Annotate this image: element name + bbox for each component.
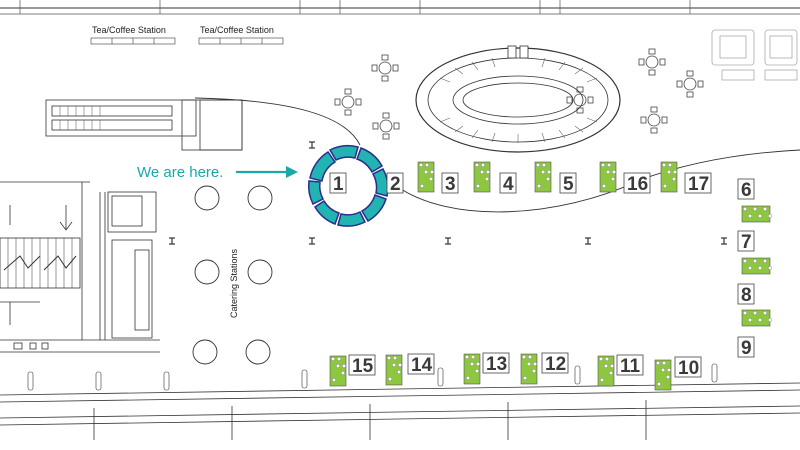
plant-icon <box>654 359 672 391</box>
you-are-here-label: We are here. <box>137 164 223 181</box>
plant-icon <box>741 257 773 275</box>
booth-number: 10 <box>678 358 699 379</box>
plant-icon <box>520 353 538 385</box>
booth-number: 15 <box>352 356 374 377</box>
top-wall <box>0 0 800 15</box>
booth-13[interactable]: 13 <box>482 352 510 375</box>
bottom-wall <box>0 363 800 440</box>
plant-icon <box>597 355 615 387</box>
booth-number: 11 <box>620 356 641 377</box>
plant-icon <box>660 161 678 193</box>
booth-number: 7 <box>741 232 752 253</box>
catering-stations-label: Catering Stations <box>229 248 239 318</box>
tea-station-right: Tea/Coffee Station <box>198 25 284 45</box>
room-boundary <box>194 97 800 213</box>
arrow-right-icon <box>236 166 298 178</box>
booth-3[interactable]: 3 <box>441 172 459 195</box>
tea-station-right-label: Tea/Coffee Station <box>200 25 274 35</box>
escalator <box>45 99 243 151</box>
booth-number: 6 <box>741 180 752 201</box>
booth-number: 2 <box>390 174 401 195</box>
stairwell-core <box>0 181 160 353</box>
catering-tables <box>192 185 273 365</box>
booth-10[interactable]: 10 <box>674 356 702 379</box>
plant-icon <box>329 355 347 387</box>
booth-8[interactable]: 8 <box>737 283 755 306</box>
booth-number: 9 <box>741 338 752 359</box>
booth-9[interactable]: 9 <box>737 336 755 359</box>
info-kiosk-ring <box>307 144 389 227</box>
booth-number: 8 <box>741 285 752 306</box>
booth-number: 17 <box>688 174 709 195</box>
booth-number: 4 <box>503 174 514 195</box>
booth-2[interactable]: 2 <box>386 172 404 195</box>
booth-number: 16 <box>627 174 648 195</box>
tea-station-left-label: Tea/Coffee Station <box>92 25 166 35</box>
booth-5[interactable]: 5 <box>559 172 577 195</box>
booth-number: 1 <box>333 174 344 195</box>
booth-number: 14 <box>411 355 433 376</box>
booth-11[interactable]: 11 <box>616 354 644 377</box>
plant-icon <box>473 161 491 193</box>
booth-15[interactable]: 15 <box>348 354 376 377</box>
plant-icon <box>385 354 403 386</box>
plant-icon <box>599 161 617 193</box>
plant-icon <box>329 161 773 391</box>
tea-station-left: Tea/Coffee Station <box>90 25 176 45</box>
booth-12[interactable]: 12 <box>541 352 569 375</box>
booth-number: 12 <box>545 354 566 375</box>
booth-17[interactable]: 17 <box>684 172 712 195</box>
booth-number: 13 <box>486 354 507 375</box>
booth-6[interactable]: 6 <box>737 178 755 201</box>
lounge-furniture <box>711 29 798 81</box>
oval-bar <box>415 45 621 153</box>
booth-number: 3 <box>445 174 456 195</box>
round-table-icon <box>334 48 704 140</box>
booth-4[interactable]: 4 <box>499 172 517 195</box>
booth-16[interactable]: 16 <box>623 172 651 195</box>
plant-icon <box>741 205 773 223</box>
booth-1[interactable]: 1 <box>329 172 347 195</box>
plant-icon <box>534 161 552 193</box>
booth-7[interactable]: 7 <box>737 230 755 253</box>
plant-icon <box>741 309 773 327</box>
columns <box>169 141 727 245</box>
booth-number: 5 <box>563 174 574 195</box>
plant-icon <box>463 353 481 385</box>
booth-14[interactable]: 14 <box>407 353 435 376</box>
plant-icon <box>417 161 435 193</box>
